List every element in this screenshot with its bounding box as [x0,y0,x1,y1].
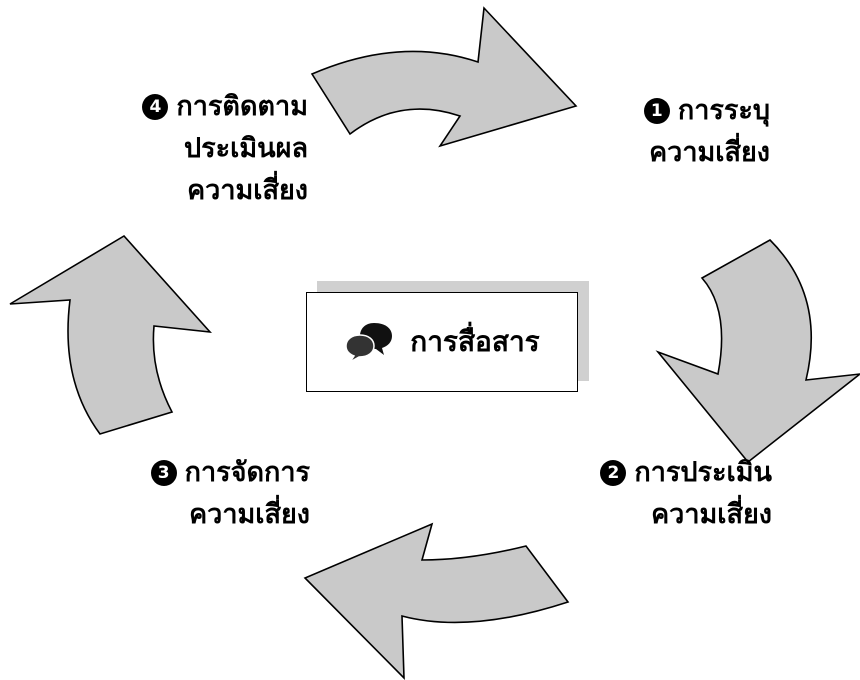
arrow-bottom-left [303,522,570,680]
arrow-right-down [655,239,860,464]
step-1-title: การระบุ [677,95,770,126]
step-1-label: 1 การระบุ ความเสี่ยง [600,90,770,174]
step-2-number-badge: 2 [600,460,627,486]
arrow-left-up [9,234,212,435]
step-1-line-1: 1 การระบุ [600,90,770,132]
step-3-label: 3 การจัดการ ความเสี่ยง [120,452,310,536]
step-4-line-1: 4 การติดตาม [118,86,308,128]
step-3-title: การจัดการ [184,457,310,488]
chat-bubbles-icon [345,323,393,363]
step-4-line-2: ประเมินผล [184,133,308,164]
step-1-line-2: ความเสี่ยง [649,137,770,168]
step-4-number-badge: 4 [142,94,169,120]
step-4-line-3: ความเสี่ยง [187,175,308,206]
step-2-title: การประเมิน [634,457,772,488]
communication-box: การสื่อสาร [306,292,578,392]
step-3-line-2: ความเสี่ยง [189,499,310,530]
step-2-line-1: 2 การประเมิน [582,452,772,494]
step-1-number-badge: 1 [643,98,670,124]
step-2-label: 2 การประเมิน ความเสี่ยง [582,452,772,536]
communication-label: การสื่อสาร [410,325,540,358]
step-4-title: การติดตาม [176,91,308,122]
arrow-top-right [310,6,578,148]
step-3-number-badge: 3 [150,460,177,486]
step-4-label: 4 การติดตาม ประเมินผล ความเสี่ยง [118,86,308,212]
step-3-line-1: 3 การจัดการ [120,452,310,494]
step-2-line-2: ความเสี่ยง [651,499,772,530]
